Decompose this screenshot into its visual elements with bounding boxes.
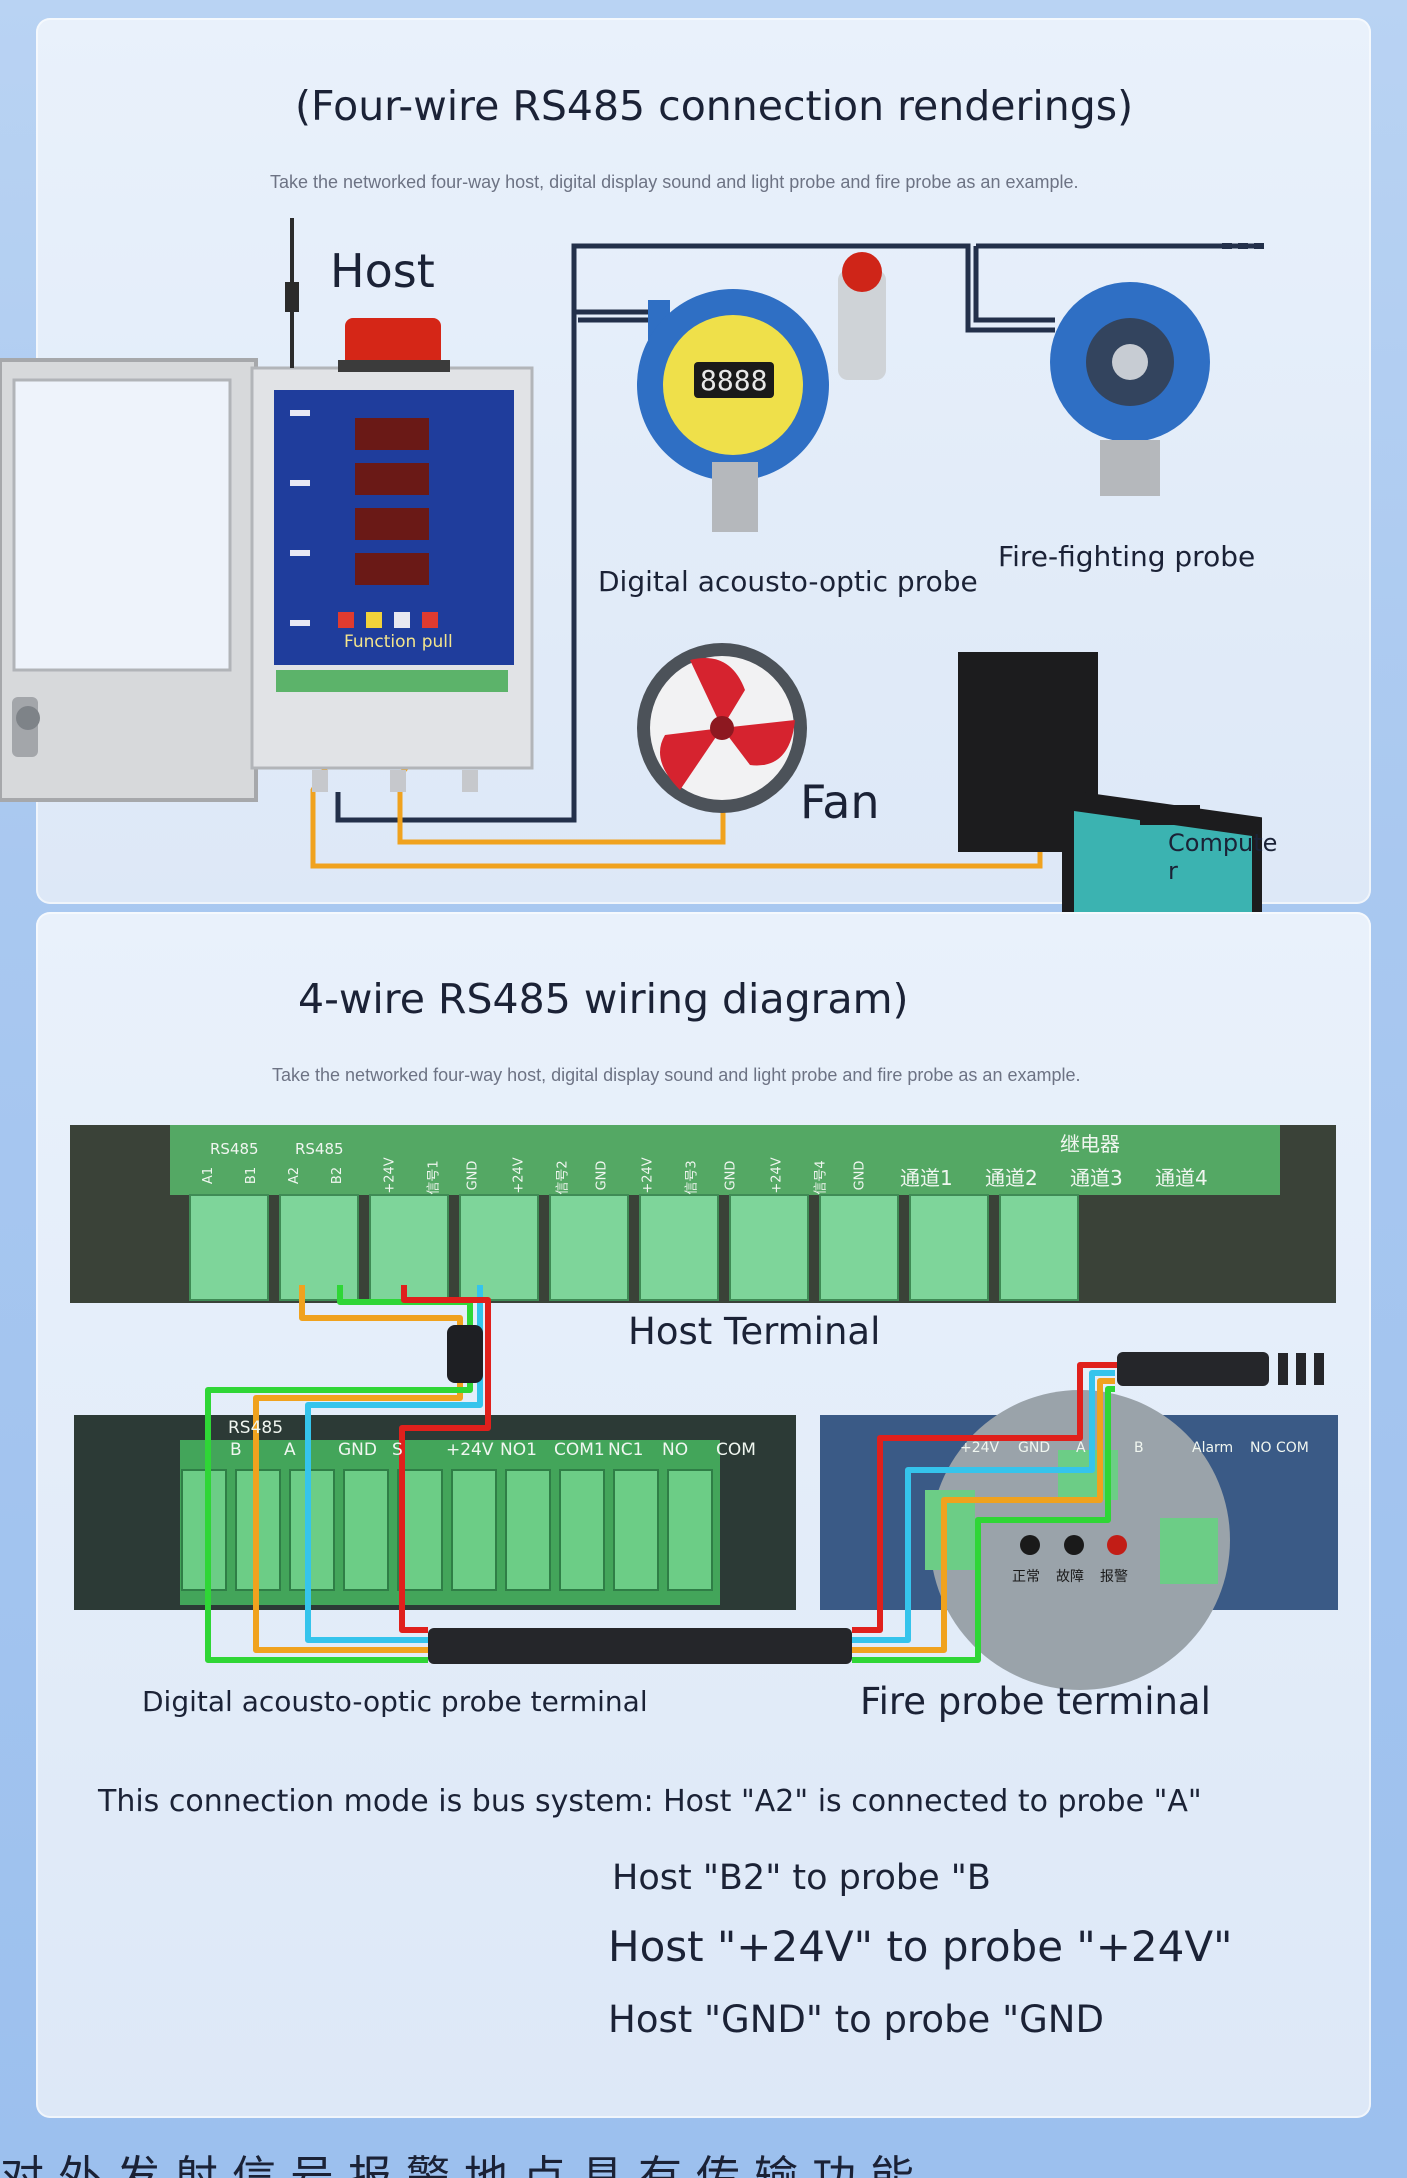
- terminal-label: 正常: [1012, 1569, 1040, 1585]
- terminal-label: 信号3: [684, 1160, 700, 1195]
- terminal-label: A: [284, 1440, 296, 1460]
- terminal-block: [459, 1194, 539, 1301]
- fire-probe-label: Fire-fighting probe: [998, 540, 1256, 573]
- computer-label-line2: r: [1168, 857, 1178, 885]
- terminal-label: GND: [1018, 1440, 1051, 1456]
- terminal-label: +24V: [382, 1157, 398, 1194]
- host-cabinet: [0, 218, 534, 802]
- terminal-label: +24V: [446, 1440, 494, 1460]
- host-relay-header: 继电器: [1060, 1132, 1120, 1156]
- terminal-block: [189, 1194, 269, 1301]
- terminal-block: [549, 1194, 629, 1301]
- terminal-label: 通道3: [1070, 1166, 1123, 1190]
- digital-probe-label: Digital acousto-optic probe: [598, 565, 978, 598]
- terminal-label: NO1: [500, 1440, 537, 1460]
- digital-rs485-header: RS485: [228, 1418, 284, 1438]
- function-pull-label: Function pull: [344, 632, 453, 652]
- terminal-label: 信号2: [555, 1160, 571, 1195]
- terminal-label: 通道1: [900, 1166, 953, 1190]
- digital-terminal-label: Digital acousto-optic probe terminal: [142, 1685, 648, 1718]
- terminal-label: NO COM: [1250, 1440, 1309, 1456]
- terminal-label: 报警: [1100, 1569, 1128, 1585]
- terminal-block: [343, 1469, 389, 1591]
- terminal-label: +24V: [511, 1157, 527, 1194]
- panel2-subtitle: Take the networked four-way host, digita…: [272, 1065, 1081, 1085]
- terminal-label: B: [1134, 1440, 1144, 1456]
- note-line-1: This connection mode is bus system: Host…: [98, 1784, 1202, 1819]
- host-rs485-header-2: RS485: [295, 1140, 344, 1158]
- terminal-label: +24V: [769, 1157, 785, 1194]
- terminal-block: [667, 1469, 713, 1591]
- terminal-block: [613, 1469, 659, 1591]
- terminal-label: Alarm: [1192, 1440, 1234, 1456]
- terminal-label: GND: [723, 1160, 739, 1191]
- terminal-label: A1: [201, 1166, 217, 1185]
- panel2-title: 4-wire RS485 wiring diagram): [298, 975, 909, 1023]
- terminal-label: +24V: [640, 1157, 656, 1194]
- digital-display-value: 8888: [700, 364, 768, 397]
- fire-probe-illustration: [1050, 282, 1210, 496]
- fire-terminal-label: Fire probe terminal: [860, 1680, 1211, 1723]
- host-rs485-header: RS485: [210, 1140, 259, 1158]
- host-terminal-label: Host Terminal: [628, 1310, 881, 1353]
- terminal-label: B: [230, 1440, 242, 1460]
- terminal-block: [819, 1194, 899, 1301]
- terminal-label: B2: [330, 1166, 346, 1185]
- terminal-label: A2: [287, 1166, 303, 1185]
- panel1-subtitle: Take the networked four-way host, digita…: [270, 172, 1079, 192]
- terminal-label: 信号4: [813, 1160, 829, 1195]
- terminal-label: GND: [338, 1440, 377, 1460]
- terminal-block: [369, 1194, 449, 1301]
- terminal-label: COM: [716, 1440, 756, 1460]
- terminal-label: GND: [465, 1160, 481, 1191]
- terminal-block: [181, 1469, 227, 1591]
- host-label: Host: [330, 244, 435, 298]
- computer-label: Compute r: [1168, 829, 1277, 885]
- terminal-label: NO: [662, 1440, 689, 1460]
- fan-illustration: [637, 643, 807, 813]
- terminal-block: [999, 1194, 1079, 1301]
- terminal-block: [559, 1469, 605, 1591]
- terminal-label: S: [392, 1440, 403, 1460]
- note-line-2: Host "B2" to probe "B: [612, 1858, 991, 1898]
- terminal-label: COM1: [554, 1440, 605, 1460]
- terminal-label: +24V: [960, 1440, 1000, 1456]
- terminal-block: [505, 1469, 551, 1591]
- terminal-block: [397, 1469, 443, 1591]
- terminal-label: 通道2: [985, 1166, 1038, 1190]
- terminal-block: [451, 1469, 497, 1591]
- terminal-label: 信号1: [426, 1160, 442, 1195]
- terminal-block: [639, 1194, 719, 1301]
- terminal-block: [729, 1194, 809, 1301]
- terminal-label: NC1: [608, 1440, 644, 1460]
- terminal-label: 故障: [1056, 1569, 1084, 1585]
- terminal-block: [289, 1469, 335, 1591]
- panel1-title: (Four-wire RS485 connection renderings): [295, 82, 1134, 130]
- terminal-label: GND: [594, 1160, 610, 1191]
- bottom-cut-text: 对外发射信号报警地点具有传输功能: [0, 2152, 928, 2178]
- note-line-4: Host "GND" to probe "GND: [608, 1998, 1104, 2041]
- computer-label-line1: Compute: [1168, 829, 1278, 857]
- fan-label: Fan: [800, 775, 880, 829]
- terminal-block: [909, 1194, 989, 1301]
- digital-probe-illustration: [637, 252, 886, 532]
- terminal-label: A: [1076, 1440, 1086, 1456]
- terminal-block: [279, 1194, 359, 1301]
- terminal-label: GND: [852, 1160, 868, 1191]
- terminal-label: 通道4: [1155, 1166, 1208, 1190]
- note-line-3: Host "+24V" to probe "+24V": [608, 1922, 1233, 1971]
- terminal-label: B1: [244, 1166, 260, 1185]
